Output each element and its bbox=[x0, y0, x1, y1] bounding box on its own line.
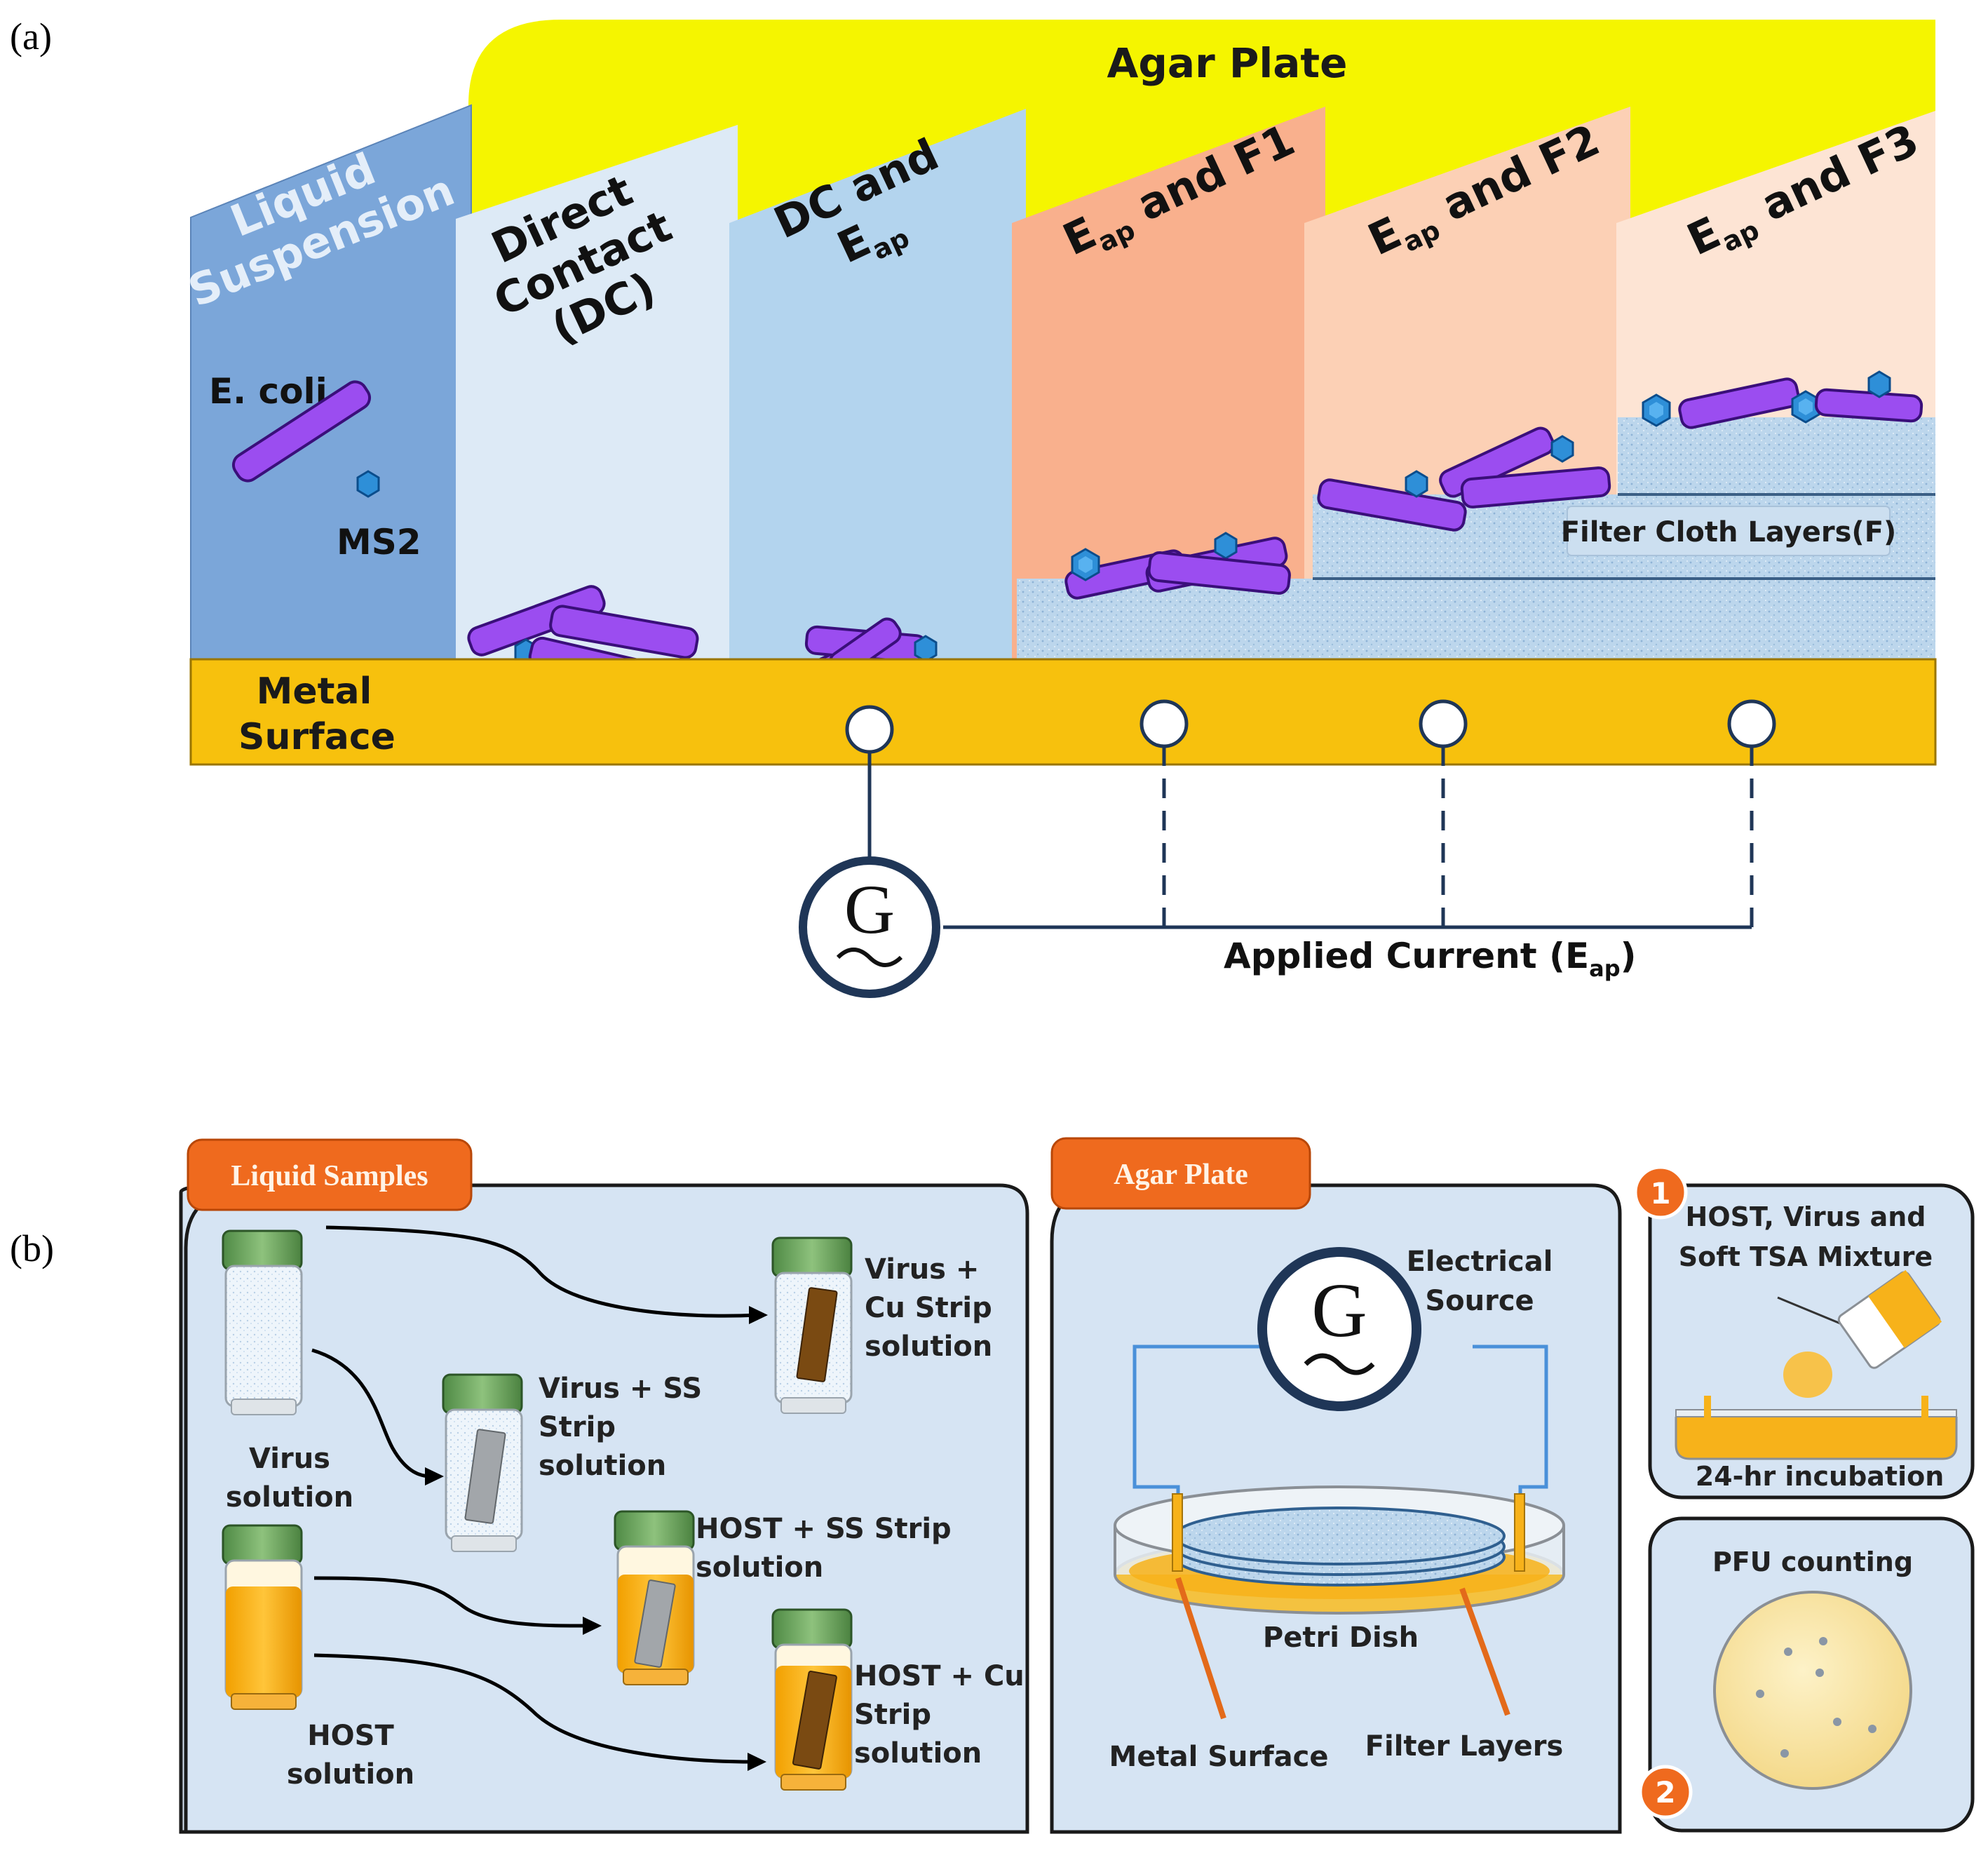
f1-bacteria-cluster bbox=[1064, 532, 1291, 600]
svg-text:G: G bbox=[1311, 1267, 1367, 1353]
step2-number: 2 bbox=[1655, 1775, 1675, 1810]
electrical-source-label-2: Source bbox=[1425, 1285, 1534, 1317]
terminal-f3 bbox=[1727, 699, 1776, 748]
ecoli-rod bbox=[231, 380, 372, 483]
direct-contact-column bbox=[456, 125, 738, 659]
step1-text-2: Soft TSA Mixture bbox=[1679, 1241, 1933, 1272]
applied-current-label: Applied Current (Eap) bbox=[1224, 936, 1636, 982]
ms2-label: MS2 bbox=[337, 522, 421, 562]
host-cu-label-3: solution bbox=[854, 1737, 982, 1770]
virus-ss-label-2: Strip bbox=[539, 1411, 616, 1443]
ms2-virus-icon bbox=[356, 470, 380, 498]
circuit-wires bbox=[867, 746, 1754, 929]
virus-cu-label-1: Virus + bbox=[865, 1253, 979, 1286]
dc-eap-column bbox=[729, 109, 1026, 659]
metal-surface-bar bbox=[189, 658, 1937, 766]
filter-layer-f1 bbox=[1017, 579, 1935, 663]
pfu-plate bbox=[1713, 1591, 1912, 1790]
f2-bacteria-cluster bbox=[1317, 426, 1611, 532]
step1-text-1: HOST, Virus and bbox=[1686, 1201, 1926, 1232]
filter-cloth-label: Filter Cloth Layers(F) bbox=[1561, 516, 1897, 548]
virus-ss-label-3: solution bbox=[539, 1450, 666, 1482]
host-cu-jar bbox=[771, 1608, 853, 1791]
host-ss-label-1: HOST + SS Strip bbox=[696, 1513, 952, 1545]
terminal-f2 bbox=[1419, 699, 1468, 748]
pouring-tube-icon bbox=[1675, 1269, 1958, 1460]
metal-surface-label-line2: Surface bbox=[238, 716, 395, 758]
electrical-source-icon: G bbox=[1257, 1247, 1421, 1411]
filter-cloth-label-box bbox=[1567, 506, 1891, 556]
host-solution-label-2: solution bbox=[287, 1758, 414, 1791]
virus-cu-label-3: solution bbox=[865, 1330, 992, 1363]
petri-pointers bbox=[1175, 1577, 1510, 1720]
virus-cu-label-2: Cu Strip bbox=[865, 1292, 992, 1324]
virus-solution-label-2: solution bbox=[226, 1481, 353, 1514]
filter-layers-label: Filter Layers bbox=[1365, 1730, 1564, 1763]
step2-badge bbox=[1638, 1765, 1693, 1819]
ecoli-label: E. coli bbox=[209, 371, 327, 412]
agar-plate-tab bbox=[1050, 1137, 1311, 1210]
f3-bacteria-cluster bbox=[1642, 370, 1923, 429]
panel-a-label: (a) bbox=[10, 15, 52, 58]
host-cu-label-2: Strip bbox=[854, 1699, 931, 1731]
virus-solution-jar bbox=[222, 1229, 303, 1415]
host-ss-jar bbox=[614, 1510, 695, 1685]
liquid-samples-tab-label: Liquid Samples bbox=[231, 1160, 428, 1192]
pfu-counting-label: PFU counting bbox=[1712, 1547, 1913, 1577]
incubation-label: 24-hr incubation bbox=[1696, 1461, 1945, 1492]
eap-f1-column bbox=[1012, 107, 1325, 659]
metal-surface-b-label: Metal Surface bbox=[1109, 1741, 1329, 1773]
step1-badge bbox=[1633, 1165, 1688, 1220]
virus-ss-label-1: Virus + SS bbox=[539, 1373, 702, 1405]
sample-arrows bbox=[311, 1225, 758, 1764]
panel-a: (a) Agar Plate Liquid Suspension Direct … bbox=[10, 15, 1937, 998]
electrical-source-label-1: Electrical bbox=[1407, 1246, 1553, 1278]
step1-number: 1 bbox=[1650, 1176, 1670, 1211]
arrow-heads bbox=[425, 1306, 768, 1771]
agar-plate-tab-label: Agar Plate bbox=[1114, 1159, 1248, 1191]
virus-ss-jar bbox=[442, 1373, 523, 1552]
panel-b-label: (b) bbox=[10, 1227, 54, 1269]
generator-icon: G bbox=[799, 856, 940, 998]
petri-dish-label: Petri Dish bbox=[1263, 1622, 1419, 1654]
host-cu-label-1: HOST + Cu bbox=[854, 1660, 1025, 1692]
svg-text:G: G bbox=[844, 870, 895, 948]
agar-plate-title: Agar Plate bbox=[1107, 39, 1348, 87]
terminal-dc-eap bbox=[845, 705, 894, 754]
liquid-samples-tab bbox=[187, 1138, 473, 1211]
host-solution-label-1: HOST bbox=[307, 1720, 394, 1752]
host-ss-label-2: solution bbox=[696, 1551, 823, 1584]
filter-layer-f3 bbox=[1618, 417, 1935, 498]
terminal-f1 bbox=[1140, 699, 1189, 748]
petri-dish bbox=[1114, 1485, 1565, 1615]
panel-b: (b) Liquid Samples Virus solution HOST s… bbox=[10, 1137, 1975, 1834]
virus-solution-label-1: Virus bbox=[249, 1443, 330, 1475]
virus-cu-jar bbox=[771, 1237, 853, 1414]
host-solution-jar bbox=[222, 1524, 303, 1710]
metal-surface-label-line1: Metal bbox=[257, 671, 372, 713]
